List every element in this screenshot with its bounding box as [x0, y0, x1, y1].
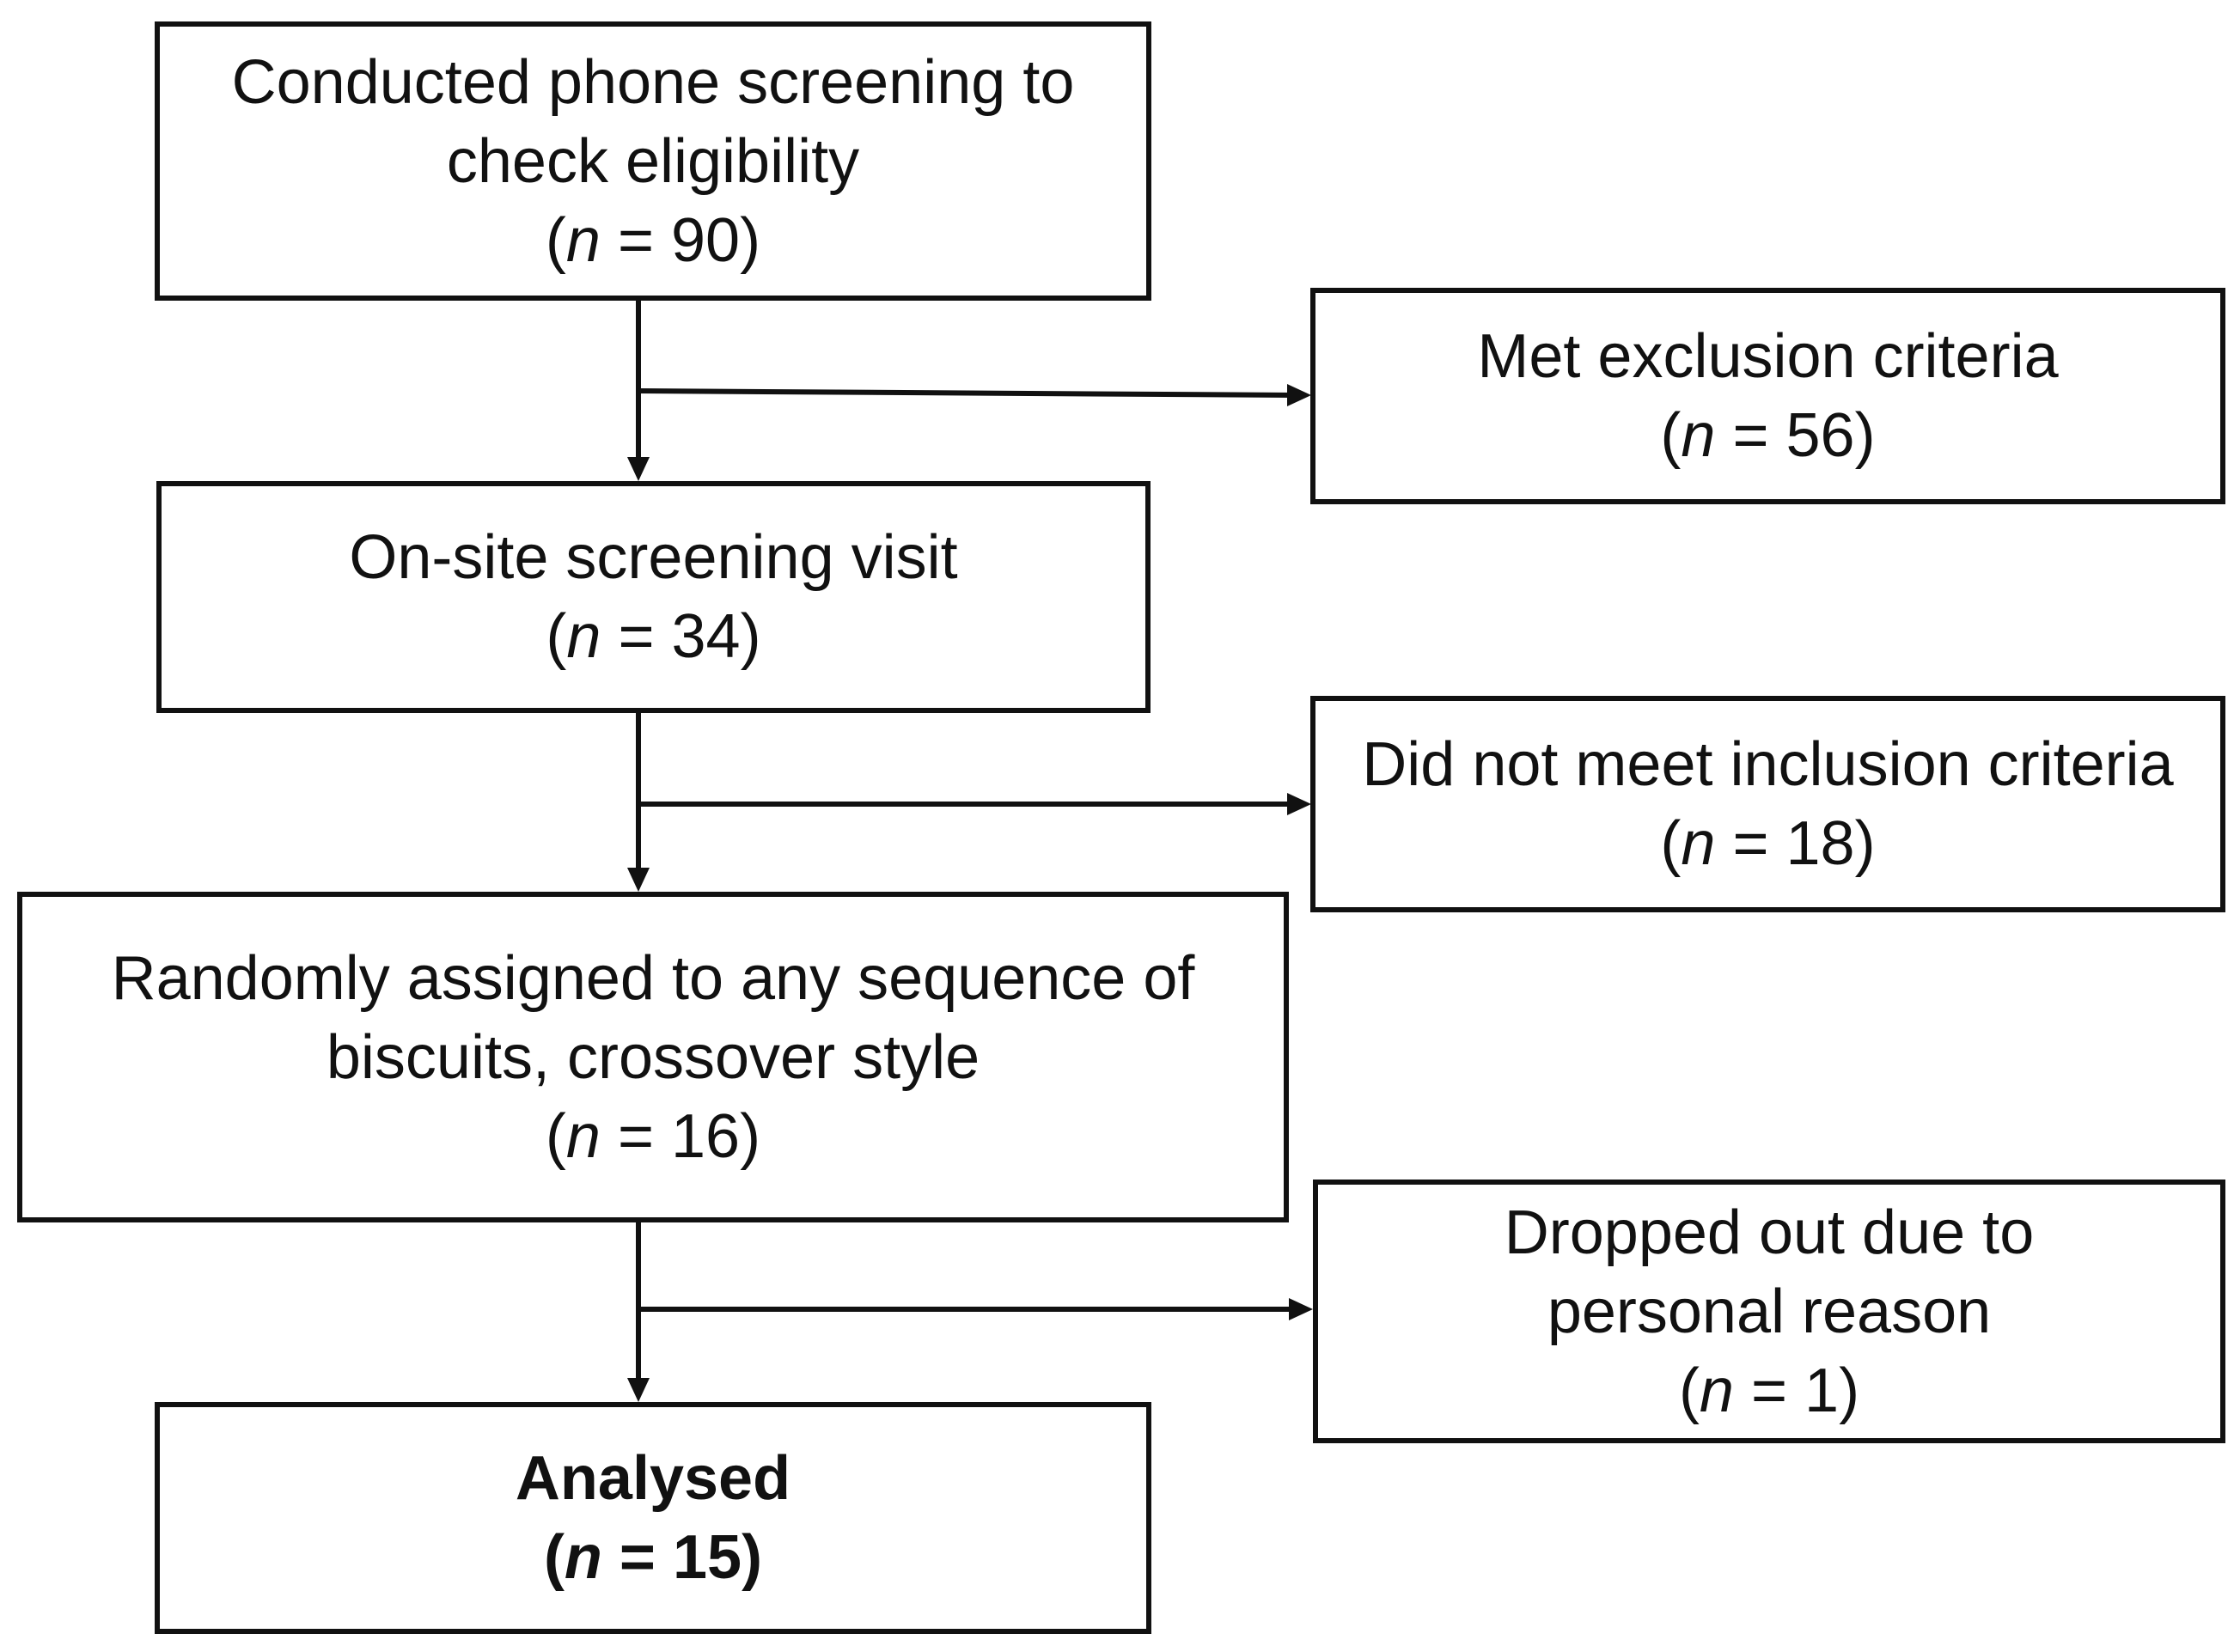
onsite-visit-count: (n = 34) [546, 602, 761, 671]
analysed-count: (n = 15) [543, 1523, 763, 1592]
randomized-box: Randomly assigned to any sequence of bis… [17, 892, 1289, 1222]
exclusion-label: Met exclusion criteria [1477, 322, 2059, 391]
dropout-line-1: Dropped out due to [1504, 1198, 2035, 1267]
randomized-line-2: biscuits, crossover style [326, 1022, 980, 1092]
exclusion-count: (n = 56) [1660, 401, 1876, 470]
randomized-count: (n = 16) [545, 1101, 761, 1171]
phone-screening-line-2: check eligibility [446, 126, 860, 196]
dropout-count: (n = 1) [1678, 1356, 1860, 1425]
analysed-box: Analysed (n = 15) [155, 1402, 1151, 1634]
phone-screening-line-1: Conducted phone screening to [231, 47, 1075, 117]
inclusion-count: (n = 18) [1660, 809, 1876, 878]
arrowhead-randomized [627, 868, 650, 892]
arrow-to-exclusion [638, 388, 1297, 398]
dropout-box: Dropped out due to personal reason (n = … [1313, 1180, 2225, 1443]
arrowhead-onsite [627, 457, 650, 481]
dropout-line-2: personal reason [1547, 1277, 1992, 1346]
randomized-line-1: Randomly assigned to any sequence of [111, 943, 1195, 1013]
arrowhead-analysed [627, 1378, 650, 1402]
exclusion-box: Met exclusion criteria (n = 56) [1310, 288, 2225, 504]
phone-screening-count: (n = 90) [545, 205, 761, 275]
arrowhead-inclusion [1287, 793, 1311, 815]
onsite-visit-label: On-site screening visit [349, 523, 958, 592]
inclusion-box: Did not meet inclusion criteria (n = 18) [1310, 696, 2225, 912]
arrowhead-exclusion [1287, 384, 1311, 406]
phone-screening-box: Conducted phone screening to check eligi… [155, 21, 1151, 301]
arrowhead-dropout [1289, 1298, 1313, 1320]
analysed-label: Analysed [515, 1444, 791, 1513]
onsite-visit-box: On-site screening visit (n = 34) [156, 481, 1151, 713]
inclusion-label: Did not meet inclusion criteria [1362, 730, 2174, 799]
